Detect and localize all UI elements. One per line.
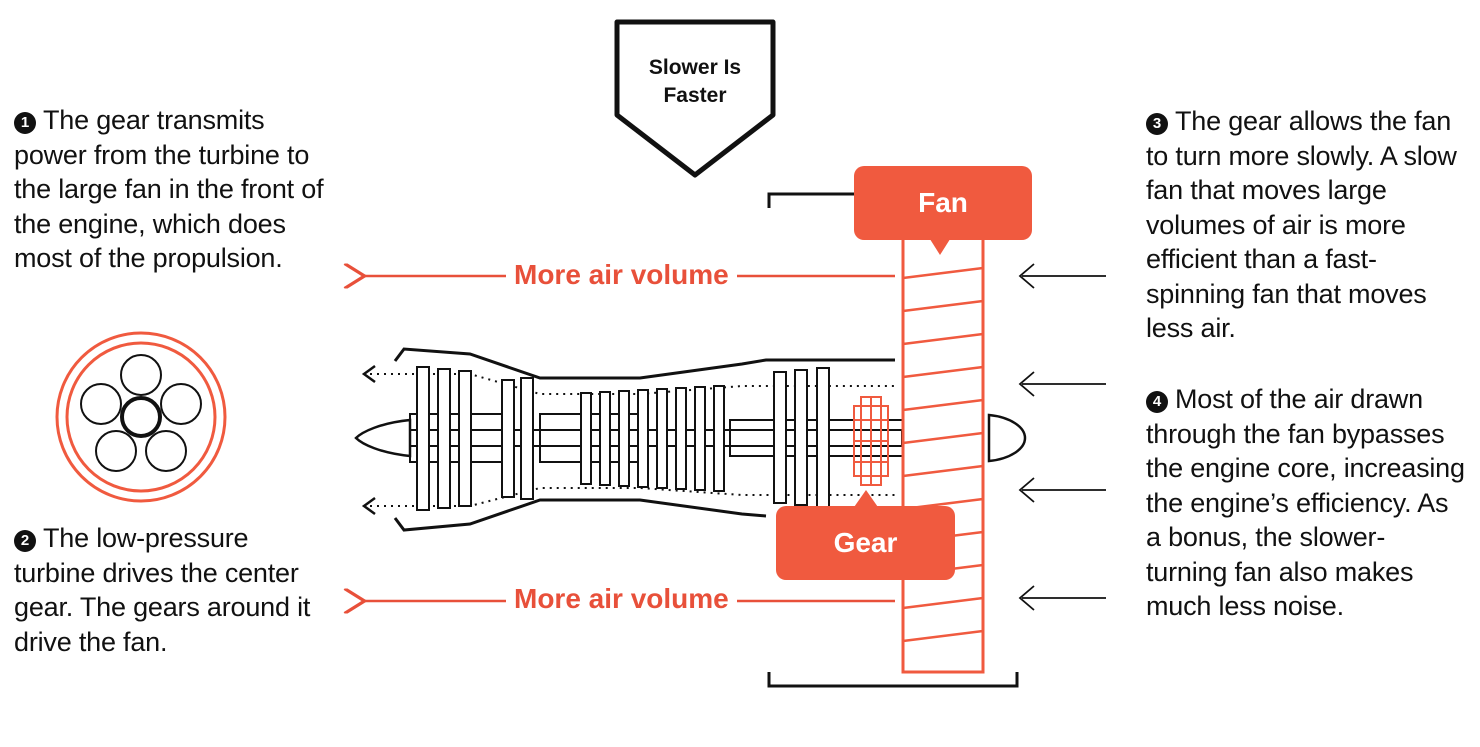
fan-stripe (902, 266, 984, 280)
intake-arrowhead (1018, 477, 1035, 503)
note-text: The gear allows the fan to turn more slo… (1146, 106, 1457, 343)
fan-stripe (902, 398, 984, 412)
fan-stripe (902, 365, 984, 379)
engine-blades (416, 366, 830, 511)
engine-blade (618, 390, 630, 487)
engine-casing-top (393, 347, 895, 380)
flow-label-top: More air volume (506, 258, 737, 292)
fan-stripe (902, 431, 984, 445)
engine-blade (675, 387, 687, 490)
gear-assembly (853, 396, 889, 486)
engine-blade (437, 368, 451, 509)
intake-arrowhead (1018, 585, 1035, 611)
fan-tag-pointer (928, 236, 952, 255)
engine-blade (520, 377, 534, 500)
engine-blade (713, 385, 725, 492)
flow-label-bottom: More air volume (506, 582, 737, 616)
engine-blade (458, 370, 472, 507)
engine-blade (794, 369, 808, 506)
engine-blade (599, 391, 611, 486)
gear-tag-pointer (852, 490, 880, 510)
planetary-gear-icon (55, 331, 227, 503)
fan-stripe (902, 332, 984, 346)
fan-stripe (902, 596, 984, 610)
engine-blade (580, 392, 592, 485)
note-text: The gear transmits power from the turbin… (14, 105, 324, 273)
fan-label: Fan (854, 166, 1032, 240)
callout-shield (614, 19, 776, 178)
engine-blade (637, 389, 649, 488)
air-intake-arrows (1018, 263, 1106, 611)
engine-blade (501, 379, 515, 498)
fan-stripe (902, 299, 984, 313)
engine-blade (816, 367, 830, 508)
engine-casing-bottom (393, 498, 767, 532)
note-number-badge: 2 (14, 530, 36, 552)
exhaust-cone (354, 418, 412, 458)
fan-stripe (902, 464, 984, 478)
note-text: Most of the air drawn through the fan by… (1146, 384, 1465, 621)
note-number-badge: 3 (1146, 113, 1168, 135)
note-number-badge: 4 (1146, 391, 1168, 413)
intake-arrowhead (1018, 371, 1035, 397)
gear-label: Gear (776, 506, 955, 580)
callout-title: Slower Is Faster (648, 56, 742, 107)
engine-blade (656, 388, 668, 489)
note-text: The low-pressure turbine drives the cent… (14, 523, 311, 657)
engine-blade (694, 386, 706, 491)
intake-arrowhead (1018, 263, 1035, 289)
engine-blade (416, 366, 430, 511)
engine-blade (773, 371, 787, 504)
fan-bracket-bottom (767, 672, 1019, 688)
fan-stripe (902, 629, 984, 643)
fan-blade (901, 233, 985, 674)
spinner-nose (987, 413, 1027, 463)
note-number-badge: 1 (14, 112, 36, 134)
